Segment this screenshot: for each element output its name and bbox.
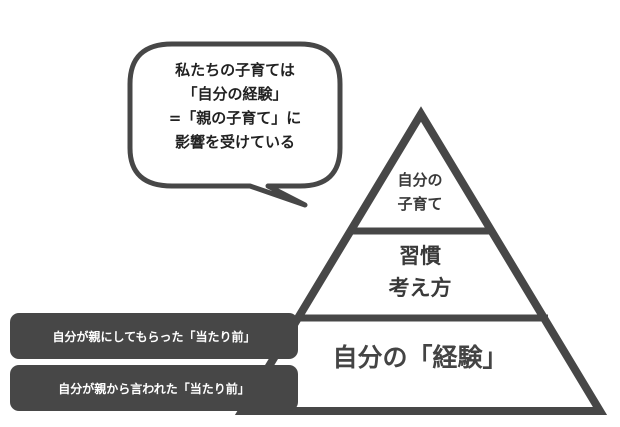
pyramid-tier-top-label: 自分の 子育て — [370, 168, 470, 216]
pyramid-outline — [234, 106, 608, 415]
speech-bubble — [127, 41, 343, 208]
tier-middle-line-1: 習慣 — [399, 244, 441, 268]
bubble-line-4: 影響を受けている — [174, 133, 295, 151]
tier-top-line-1: 自分の — [397, 171, 443, 189]
bubble-line-1: 私たちの子育ては — [175, 61, 295, 79]
experience-tag-done-by-parents: 自分が親にしてもらった「当たり前」 — [10, 313, 298, 359]
pyramid-tier-base-label: 自分の「経験」 — [332, 343, 508, 372]
bubble-line-2: 「自分の経験」 — [182, 85, 288, 103]
tier-top-line-2: 子育て — [397, 195, 443, 213]
speech-bubble-text: 私たちの子育ては 「自分の経験」 =「親の子育て」に 影響を受けている — [120, 58, 350, 154]
tier-middle-line-2: 考え方 — [388, 276, 452, 300]
experience-tag-said-by-parents: 自分が親から言われた「当たり前」 — [10, 365, 298, 411]
bubble-line-3: =「親の子育て」に — [168, 109, 302, 127]
pyramid-tier-middle-label: 習慣 考え方 — [350, 240, 490, 304]
